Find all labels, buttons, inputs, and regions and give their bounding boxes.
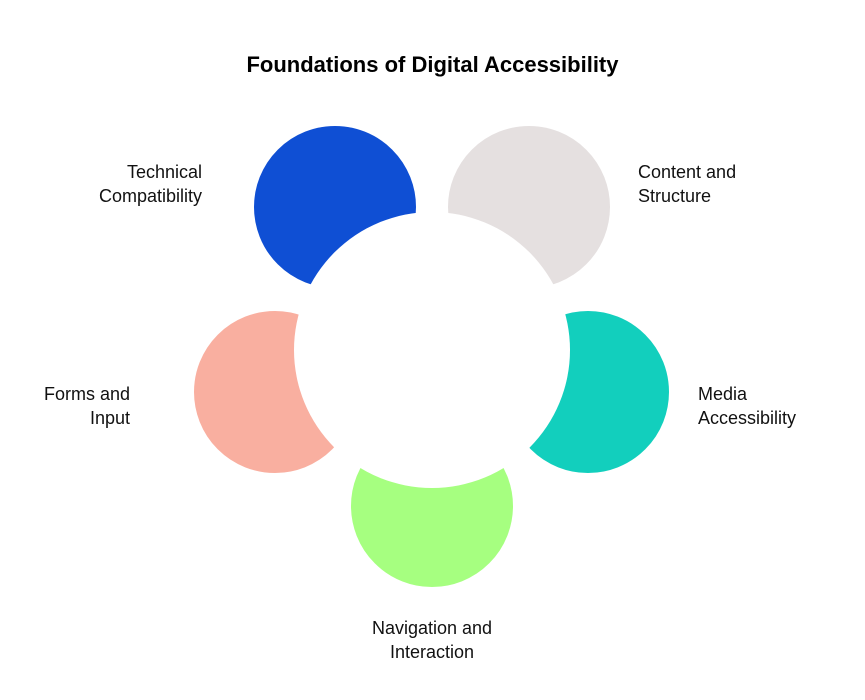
- label-line: Compatibility: [98, 186, 202, 206]
- label-technical-compatibility: Technical Compatibility: [60, 160, 202, 208]
- label-line: Media: [698, 384, 748, 404]
- label-navigation-interaction: Navigation and Interaction: [332, 616, 532, 664]
- label-line: Technical: [126, 162, 202, 182]
- label-media-accessibility: Media Accessibility: [698, 382, 858, 430]
- label-line: Input: [89, 408, 130, 428]
- label-line: Content and: [638, 162, 737, 182]
- label-line: Structure: [638, 186, 712, 206]
- label-line: Forms and: [43, 384, 130, 404]
- label-line: Interaction: [389, 642, 475, 662]
- label-line: Navigation and: [371, 618, 493, 638]
- center-hole: [294, 212, 570, 488]
- label-forms-input: Forms and Input: [0, 382, 130, 430]
- label-line: Accessibility: [698, 408, 797, 428]
- label-content-structure: Content and Structure: [638, 160, 798, 208]
- diagram-title: Foundations of Digital Accessibility: [246, 52, 619, 77]
